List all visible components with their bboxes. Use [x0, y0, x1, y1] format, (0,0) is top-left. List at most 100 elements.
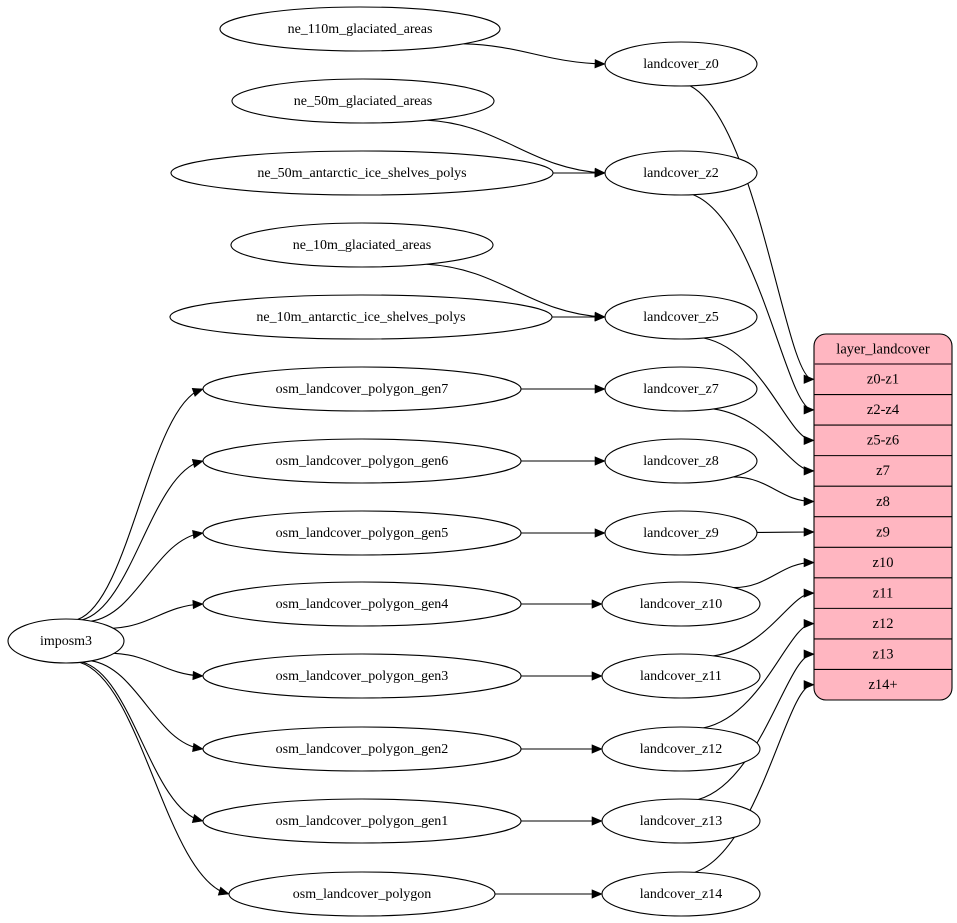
edge-imposm3-to-osm_landcover_polygon_gen3: [114, 652, 202, 677]
node-ne_10m_antarctic_ice_shelves_polys[interactable]: ne_10m_antarctic_ice_shelves_polys: [169, 294, 553, 340]
node-landcover_z12[interactable]: landcover_z12: [601, 726, 761, 772]
edge-arrowhead: [803, 374, 815, 384]
edge-arrowhead: [591, 671, 603, 681]
table-row-z11[interactable]: z11: [873, 585, 893, 601]
edge-arrowhead: [594, 168, 606, 178]
node-label-osm_landcover_polygon_gen1: osm_landcover_polygon_gen1: [276, 814, 449, 829]
edge-arrowhead: [594, 456, 606, 466]
node-landcover_z14[interactable]: landcover_z14: [601, 871, 761, 917]
edge-imposm3-to-osm_landcover_polygon_gen1: [81, 661, 202, 822]
node-label-ne_50m_glaciated_areas: ne_50m_glaciated_areas: [294, 94, 432, 109]
edge-imposm3-to-osm_landcover_polygon_gen5: [91, 532, 202, 622]
node-landcover_z11[interactable]: landcover_z11: [601, 653, 761, 699]
edge-imposm3-to-osm_landcover_polygon_gen4: [113, 603, 202, 629]
node-landcover_z10[interactable]: landcover_z10: [601, 581, 761, 627]
edge-arrowhead: [803, 649, 815, 659]
node-osm_landcover_polygon_gen6[interactable]: osm_landcover_polygon_gen6: [202, 438, 522, 484]
edge-arrowhead: [591, 744, 603, 754]
node-label-imposm3: imposm3: [40, 634, 92, 649]
node-label-landcover_z2: landcover_z2: [643, 166, 718, 181]
layer-landcover-record[interactable]: layer_landcoverz0-z1z2-z4z5-z6z7z8z9z10z…: [813, 333, 953, 701]
node-landcover_z9[interactable]: landcover_z9: [604, 510, 758, 556]
node-label-landcover_z8: landcover_z8: [643, 454, 718, 469]
edge-arrowhead: [594, 528, 606, 538]
edge-arrowhead: [594, 59, 606, 69]
node-osm_landcover_polygon_gen4[interactable]: osm_landcover_polygon_gen4: [202, 581, 522, 627]
table-row-z12[interactable]: z12: [873, 616, 894, 632]
nodes-layer: imposm3 ne_110m_glaciated_areas ne_50m_gla…: [7, 6, 761, 917]
node-label-osm_landcover_polygon_gen5: osm_landcover_polygon_gen5: [276, 526, 449, 541]
edge-arrowhead: [803, 466, 815, 476]
node-ne_50m_antarctic_ice_shelves_polys[interactable]: ne_50m_antarctic_ice_shelves_polys: [170, 150, 554, 196]
node-label-landcover_z7: landcover_z7: [643, 382, 718, 397]
node-label-landcover_z12: landcover_z12: [640, 742, 722, 757]
node-landcover_z2[interactable]: landcover_z2: [604, 150, 758, 196]
node-landcover_z5[interactable]: landcover_z5: [604, 294, 758, 340]
node-label-landcover_z10: landcover_z10: [640, 597, 722, 612]
edge-arrowhead: [192, 670, 204, 681]
node-landcover_z7[interactable]: landcover_z7: [604, 366, 758, 412]
edge-landcover_z2-to-layer_landcover-z2-z4: [692, 194, 813, 411]
edge-arrowhead: [191, 813, 204, 823]
node-ne_50m_glaciated_areas[interactable]: ne_50m_glaciated_areas: [231, 78, 495, 124]
node-label-osm_landcover_polygon_gen3: osm_landcover_polygon_gen3: [276, 669, 449, 684]
node-ne_110m_glaciated_areas[interactable]: ne_110m_glaciated_areas: [219, 6, 501, 52]
node-landcover_z0[interactable]: landcover_z0: [604, 41, 758, 87]
edge-landcover_z0-to-layer_landcover-z0-z1: [689, 85, 813, 380]
edge-arrowhead: [191, 388, 204, 397]
edge-landcover_z13-to-layer_landcover-z13: [697, 653, 813, 801]
node-label-landcover_z11: landcover_z11: [640, 669, 722, 684]
edge-ne_10m_glaciated_areas-to-landcover_z5: [426, 263, 604, 318]
table-row-z9[interactable]: z9: [876, 524, 890, 540]
edge-arrowhead: [191, 459, 204, 469]
edge-landcover_z10-to-layer_landcover-z10: [733, 561, 813, 589]
node-osm_landcover_polygon_gen5[interactable]: osm_landcover_polygon_gen5: [202, 510, 522, 556]
edge-arrowhead: [192, 529, 204, 540]
node-landcover_z13[interactable]: landcover_z13: [601, 798, 761, 844]
table-row-z5-z6[interactable]: z5-z6: [867, 433, 899, 449]
table-row-z0-z1[interactable]: z0-z1: [867, 372, 899, 388]
node-osm_landcover_polygon_gen7[interactable]: osm_landcover_polygon_gen7: [202, 366, 522, 412]
edge-arrowhead: [192, 599, 204, 610]
edge-arrowhead: [594, 312, 606, 322]
edge-arrowhead: [803, 588, 815, 598]
table-row-z13[interactable]: z13: [873, 647, 894, 663]
node-label-osm_landcover_polygon_gen2: osm_landcover_polygon_gen2: [276, 742, 449, 757]
edge-arrowhead: [803, 680, 815, 690]
edge-ne_110m_glaciated_areas-to-landcover_z0: [463, 43, 604, 65]
table-row-z8[interactable]: z8: [876, 494, 890, 510]
node-label-osm_landcover_polygon_gen6: osm_landcover_polygon_gen6: [276, 454, 449, 469]
edge-landcover_z8-to-layer_landcover-z8: [733, 476, 813, 503]
edge-arrowhead: [192, 742, 204, 753]
node-label-landcover_z9: landcover_z9: [643, 526, 718, 541]
table-row-z14+[interactable]: z14+: [868, 677, 897, 693]
edge-arrowhead: [591, 889, 603, 899]
edge-arrowhead: [803, 496, 815, 507]
edge-arrowhead: [217, 886, 230, 896]
node-imposm3[interactable]: imposm3: [7, 618, 125, 664]
node-label-ne_10m_glaciated_areas: ne_10m_glaciated_areas: [293, 238, 431, 253]
node-osm_landcover_polygon_gen3[interactable]: osm_landcover_polygon_gen3: [202, 653, 522, 699]
node-ne_10m_glaciated_areas[interactable]: ne_10m_glaciated_areas: [230, 222, 494, 268]
edge-arrowhead: [591, 599, 603, 609]
table-row-z10[interactable]: z10: [873, 555, 894, 571]
node-label-osm_landcover_polygon: osm_landcover_polygon: [293, 887, 431, 902]
node-label-landcover_z5: landcover_z5: [643, 310, 718, 325]
node-osm_landcover_polygon_gen1[interactable]: osm_landcover_polygon_gen1: [202, 798, 522, 844]
edge-imposm3-to-osm_landcover_polygon_gen6: [81, 460, 202, 621]
edge-imposm3-to-osm_landcover_polygon_gen2: [91, 660, 202, 750]
table-row-z7[interactable]: z7: [876, 463, 890, 479]
edge-ne_50m_glaciated_areas-to-landcover_z2: [427, 119, 604, 174]
node-label-landcover_z13: landcover_z13: [640, 814, 722, 829]
node-osm_landcover_polygon_gen2[interactable]: osm_landcover_polygon_gen2: [202, 726, 522, 772]
node-landcover_z8[interactable]: landcover_z8: [604, 438, 758, 484]
node-osm_landcover_polygon[interactable]: osm_landcover_polygon: [228, 871, 496, 917]
edge-imposm3-to-osm_landcover_polygon_gen7: [77, 388, 202, 620]
node-label-ne_10m_antarctic_ice_shelves_polys: ne_10m_antarctic_ice_shelves_polys: [256, 310, 465, 325]
table-row-z2-z4[interactable]: z2-z4: [867, 402, 900, 418]
edge-landcover_z14-to-layer_landcover-z14+: [694, 684, 813, 873]
edges-layer: [77, 43, 815, 899]
edge-arrowhead: [803, 435, 815, 446]
